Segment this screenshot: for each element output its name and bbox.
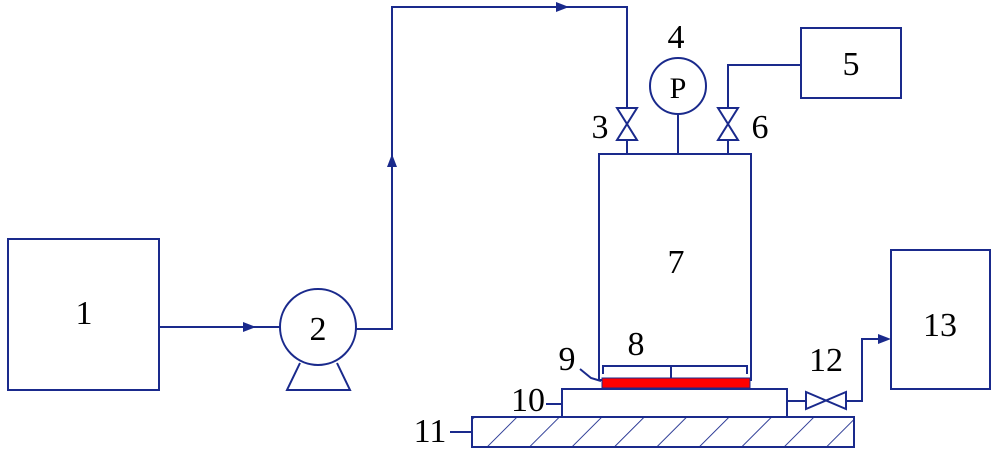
label-4: 4 [668, 19, 685, 56]
valve-6 [716, 107, 740, 141]
stand-11 [471, 416, 855, 448]
arrow-right-top [556, 2, 569, 12]
leader-9 [579, 368, 602, 382]
label-1: 1 [76, 295, 93, 332]
label-11: 11 [414, 413, 447, 450]
arrow-to-pump [243, 322, 256, 332]
label-5: 5 [843, 46, 860, 83]
arrow-into-13 [878, 334, 891, 344]
component-5-box [800, 27, 902, 99]
pipe-valve-12-to-13 [846, 338, 880, 402]
label-9: 9 [559, 341, 576, 378]
valve-12 [805, 390, 847, 411]
label-8: 8 [628, 326, 645, 363]
label-7: 7 [668, 244, 685, 281]
pipe-5-to-valve-6 [727, 64, 801, 108]
label-6: 6 [752, 109, 769, 146]
pipe-pump-to-valve-3 [356, 6, 628, 330]
support-8-bracket [602, 365, 748, 374]
label-12: 12 [809, 342, 843, 379]
label-13: 13 [923, 307, 957, 344]
label-10: 10 [511, 382, 545, 419]
pump-circle [279, 288, 357, 366]
label-3: 3 [592, 109, 609, 146]
base-plate-10 [561, 388, 788, 418]
component-13-box [890, 249, 991, 390]
pump-base [285, 362, 352, 391]
gauge-p-label: P [670, 72, 687, 105]
membrane-9 [601, 377, 751, 389]
component-1-box [7, 238, 160, 391]
arrow-up [387, 154, 397, 167]
label-2: 2 [310, 311, 327, 348]
valve-3 [615, 107, 639, 141]
